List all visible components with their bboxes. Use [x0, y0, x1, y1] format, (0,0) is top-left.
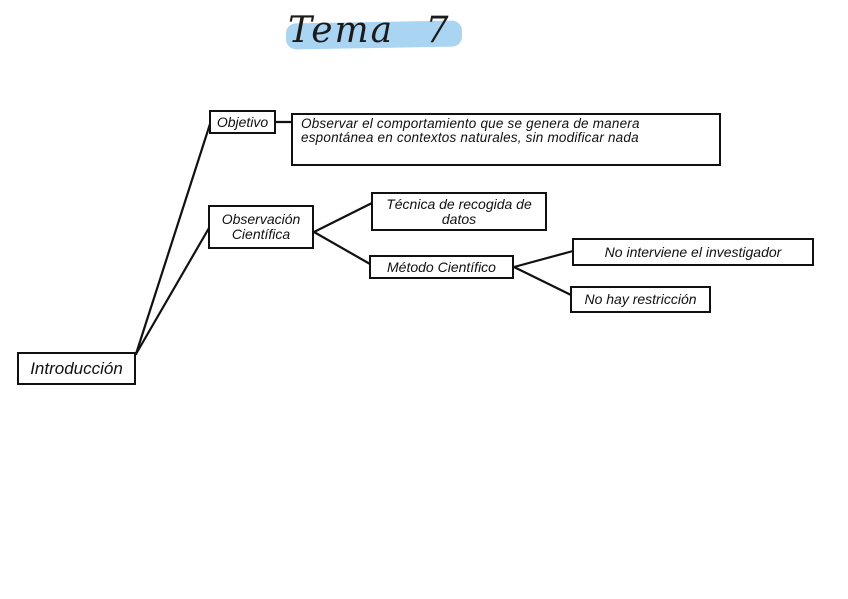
page-title: Tema 7: [280, 10, 480, 56]
edge-observacion-tecnica: [312, 201, 374, 234]
node-objetivo-descripcion: Observar el comportamiento que se genera…: [291, 113, 721, 166]
node-introduccion: Introducción: [17, 352, 136, 385]
edge-metodo-no-hay: [512, 265, 573, 297]
edge-introduccion-observacion: [134, 226, 211, 356]
node-metodo-cientifico: Método Científico: [369, 255, 514, 279]
node-objetivo: Objetivo: [209, 110, 276, 134]
edge-observacion-metodo: [312, 230, 372, 266]
edge-introduccion-objetivo: [134, 122, 212, 356]
node-observacion-cientifica: Observación Científica: [208, 205, 314, 249]
node-tecnica-recogida: Técnica de recogida de datos: [371, 192, 547, 231]
node-no-hay-restriccion: No hay restricción: [570, 286, 711, 313]
node-no-interviene: No interviene el investigador: [572, 238, 814, 266]
edge-metodo-no-interviene: [512, 249, 575, 269]
title-text: Tema 7: [288, 10, 451, 51]
